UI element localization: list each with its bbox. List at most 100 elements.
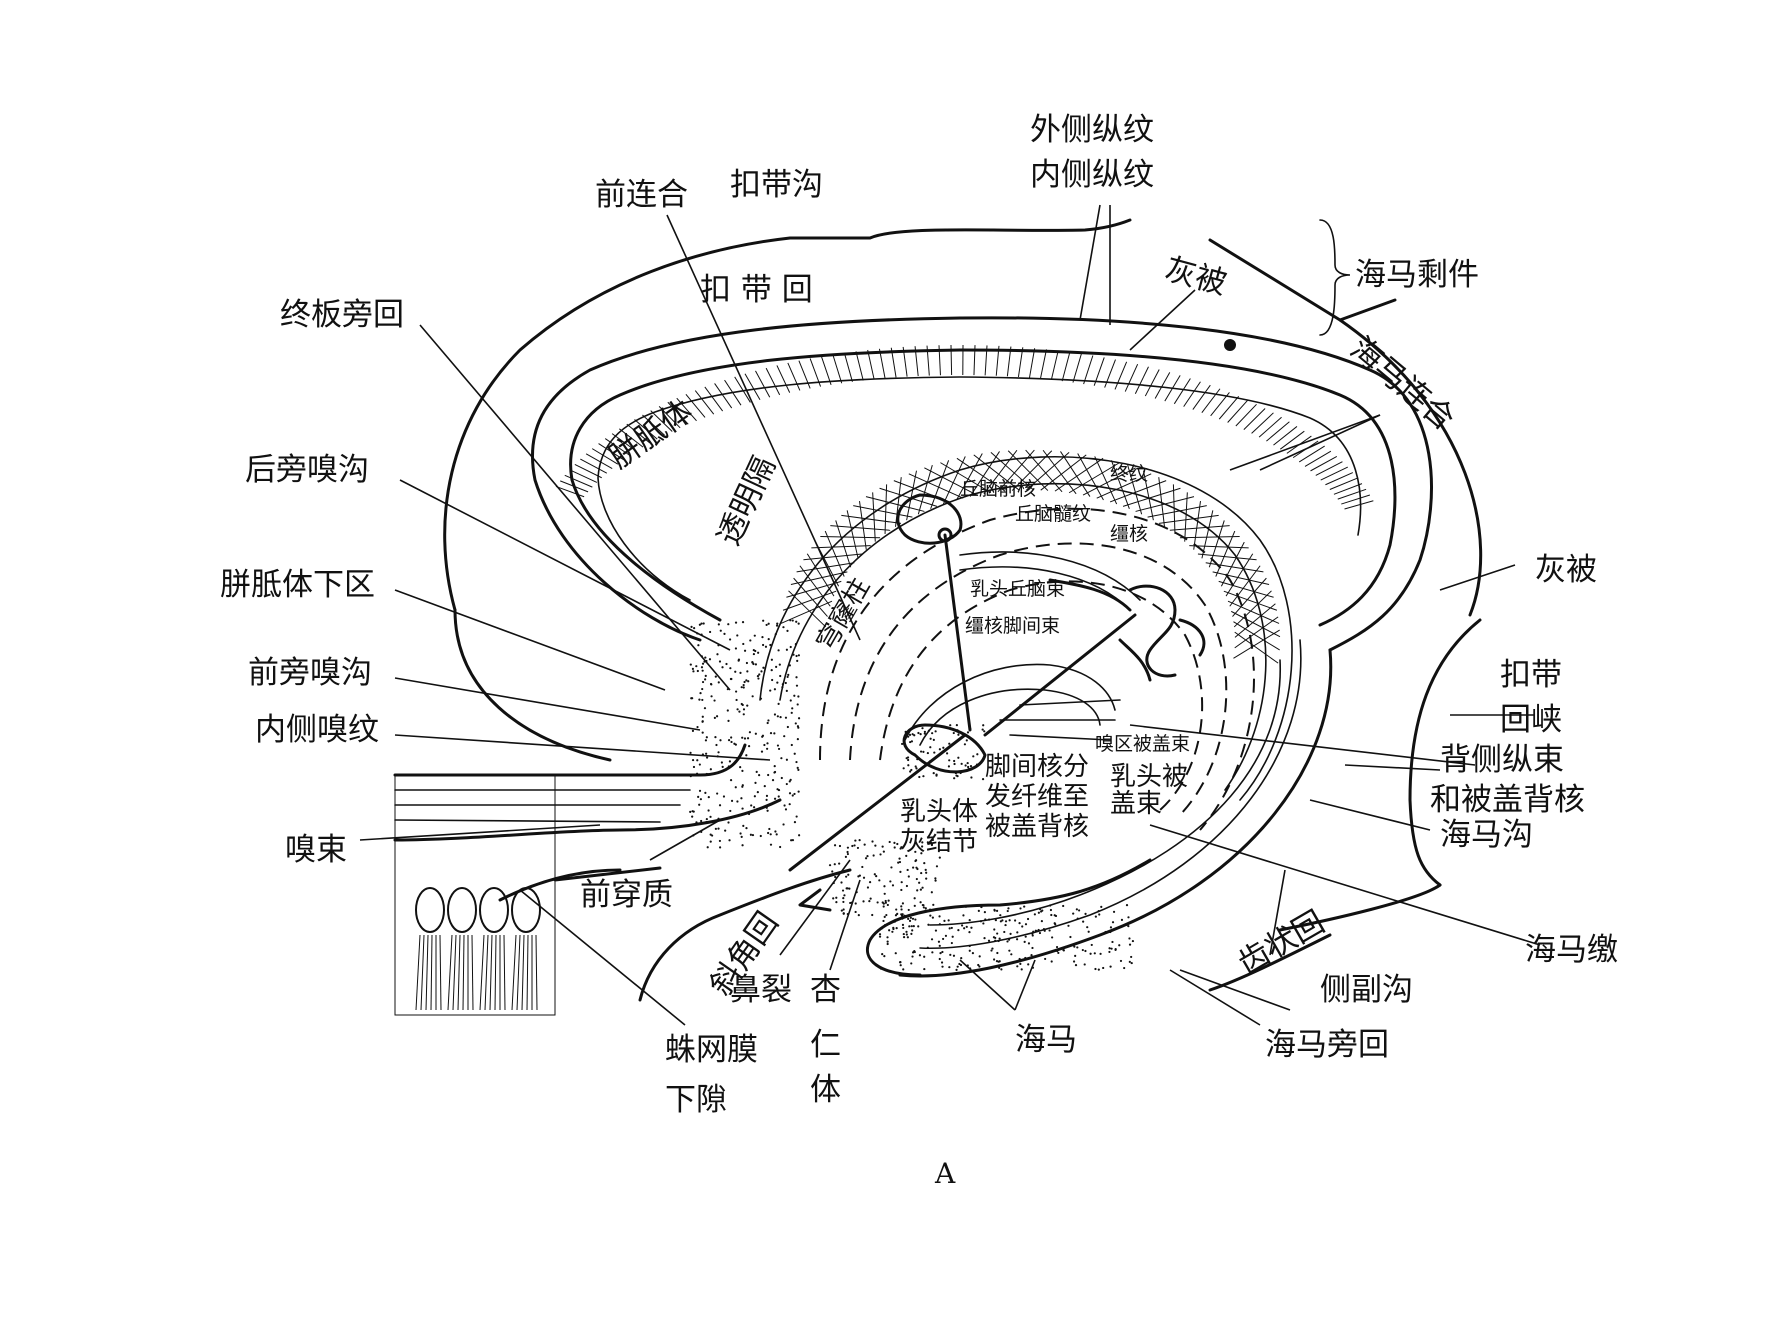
amygdala-dot bbox=[898, 858, 900, 860]
mammillary-dot bbox=[907, 764, 909, 766]
septal-dot bbox=[766, 795, 768, 797]
hippocampus-dot bbox=[998, 940, 1000, 942]
hippocampus-dot bbox=[953, 955, 955, 957]
fornix-cross-line bbox=[1170, 526, 1230, 531]
hippocampus-dot bbox=[1007, 907, 1009, 909]
septal-dot bbox=[742, 643, 744, 645]
septal-dot bbox=[753, 649, 755, 651]
septal-dot bbox=[798, 622, 800, 624]
septal-dot bbox=[767, 774, 769, 776]
amygdala-dot bbox=[861, 866, 863, 868]
hippocampus-dot bbox=[910, 962, 912, 964]
hippocampus-dot bbox=[1032, 934, 1034, 936]
mammillary-dot bbox=[960, 772, 962, 774]
septal-dot bbox=[707, 846, 709, 848]
septal-dot bbox=[728, 739, 730, 741]
olfactory-cells bbox=[416, 888, 540, 1010]
olfactory-cell bbox=[480, 888, 508, 932]
hippocampus-dot bbox=[1073, 960, 1075, 962]
septal-dot bbox=[761, 636, 763, 638]
label-anterior-commissure: 前连合 bbox=[595, 177, 688, 213]
mammillary-dot bbox=[953, 760, 955, 762]
hippocampus-dot bbox=[1073, 946, 1075, 948]
olfactory-fiber bbox=[431, 935, 432, 1010]
hippocampus-dot bbox=[961, 924, 963, 926]
label-lateral-longitudinal-stria: 外侧纵纹 bbox=[1030, 112, 1154, 148]
label-amygdala-2: 仁 bbox=[810, 1027, 841, 1063]
fornix-cross-line bbox=[830, 526, 890, 531]
amygdala-dot bbox=[920, 872, 922, 874]
hippocampus-dot bbox=[1027, 918, 1029, 920]
hippocampus-dot bbox=[951, 927, 953, 929]
label-habenular-nucleus: 缰核 bbox=[1110, 523, 1148, 545]
septal-dot bbox=[695, 821, 697, 823]
hippocampus-dot bbox=[1014, 919, 1016, 921]
cc-hatch-line bbox=[868, 350, 874, 379]
septal-dot bbox=[709, 816, 711, 818]
hippocampus-dot bbox=[1027, 963, 1029, 965]
hippocampus-dot bbox=[888, 929, 890, 931]
fornix-cross-line bbox=[885, 484, 887, 534]
septal-dot bbox=[786, 649, 788, 651]
amygdala-dot bbox=[835, 901, 837, 903]
olfactory-fiber bbox=[426, 935, 428, 1010]
olfactory-fiber bbox=[448, 935, 452, 1010]
septal-dot bbox=[762, 644, 764, 646]
label-anterior-thalamic-nucleus: 丘脑前核 bbox=[960, 478, 1036, 500]
hippocampus-dot bbox=[1004, 924, 1006, 926]
septal-dot bbox=[768, 623, 770, 625]
label-amygdala-3: 体 bbox=[810, 1072, 841, 1108]
septal-dot bbox=[725, 663, 727, 665]
septal-dot bbox=[796, 815, 798, 817]
septal-dot bbox=[709, 631, 711, 633]
olfactory-fiber bbox=[490, 935, 492, 1010]
hippocampus-dot bbox=[1025, 936, 1027, 938]
hippocampus-dot bbox=[957, 966, 959, 968]
mammillary-dot bbox=[933, 751, 935, 753]
mammillary-dot bbox=[918, 776, 920, 778]
septal-dot bbox=[762, 620, 764, 622]
hippocampus-dot bbox=[941, 966, 943, 968]
mammillary-dot bbox=[967, 766, 969, 768]
septal-dot bbox=[780, 757, 782, 759]
hippocampus-dot bbox=[1062, 905, 1064, 907]
olfactory-fiber bbox=[453, 935, 456, 1010]
septal-dot bbox=[776, 623, 778, 625]
septal-dot bbox=[794, 821, 796, 823]
septal-dot bbox=[741, 770, 743, 772]
hippocampus-dot bbox=[900, 913, 902, 915]
hippocampus-dot bbox=[1018, 922, 1020, 924]
hippocampus-dot bbox=[955, 969, 957, 971]
septal-dot bbox=[790, 699, 792, 701]
hippocampus-dot bbox=[900, 905, 902, 907]
hippocampus-dot bbox=[963, 927, 965, 929]
label-indusium-griseum-top: 灰被 bbox=[1161, 251, 1230, 302]
hippocampus-dot bbox=[1131, 962, 1133, 964]
hippocampus-dot bbox=[1019, 963, 1021, 965]
septal-dot bbox=[743, 686, 745, 688]
septal-dot bbox=[690, 626, 692, 628]
mammillary-dot bbox=[964, 743, 966, 745]
amygdala-dot bbox=[831, 870, 833, 872]
septal-dot bbox=[713, 699, 715, 701]
hippocampus-dot bbox=[1082, 921, 1084, 923]
septal-dot bbox=[718, 681, 720, 683]
amygdala-dot bbox=[908, 875, 910, 877]
hippocampus-dot bbox=[995, 919, 997, 921]
hippocampus-dot bbox=[966, 926, 968, 928]
amygdala-dot bbox=[842, 889, 844, 891]
mammillary-dot bbox=[961, 763, 963, 765]
septal-dot bbox=[797, 738, 799, 740]
amygdala-dot bbox=[846, 887, 848, 889]
fornix-cross-line bbox=[1185, 492, 1188, 541]
olfactory-fiber bbox=[480, 935, 484, 1010]
amygdala-dot bbox=[859, 875, 861, 877]
hippocampus-dot bbox=[1084, 963, 1086, 965]
septal-dot bbox=[760, 835, 762, 837]
septal-dot bbox=[794, 753, 796, 755]
fornix-cross-line bbox=[1206, 563, 1264, 572]
septal-dot bbox=[786, 690, 788, 692]
septal-dot bbox=[710, 768, 712, 770]
septal-dot bbox=[701, 699, 703, 701]
mammillary-dot bbox=[965, 764, 967, 766]
